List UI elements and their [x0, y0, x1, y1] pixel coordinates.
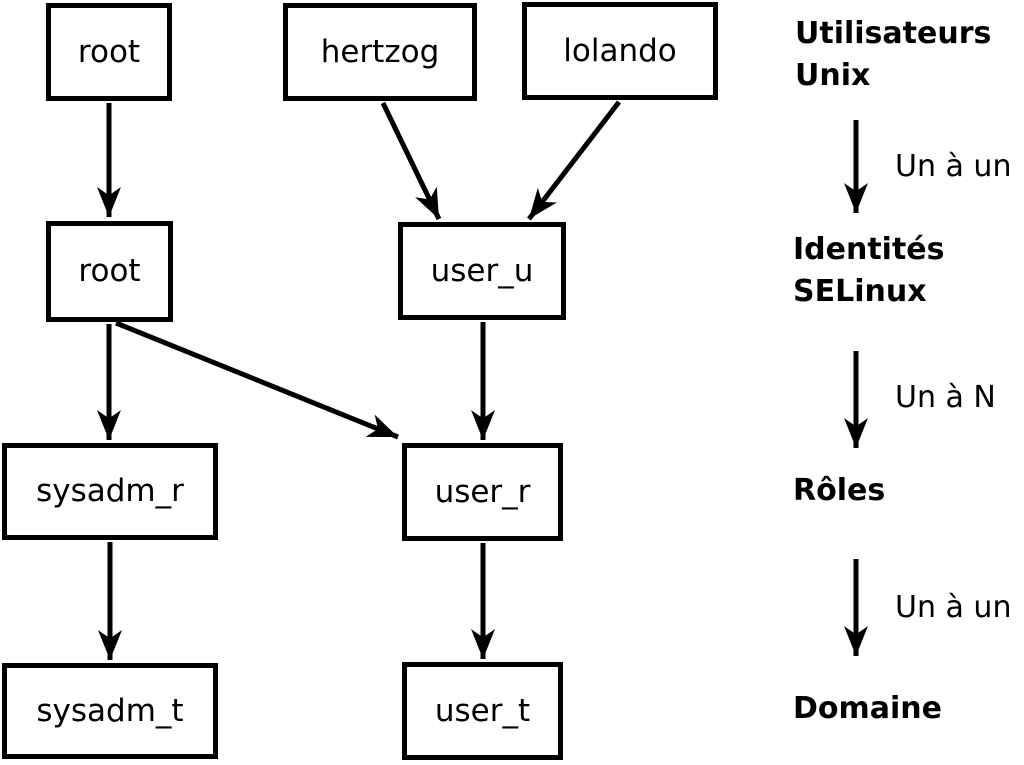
node-label: sysadm_t	[36, 692, 184, 729]
node-label: user_u	[430, 252, 534, 289]
node-selinux-identity-root: root	[46, 221, 173, 322]
node-role-user-r: user_r	[402, 443, 563, 541]
node-label: lolando	[563, 32, 677, 69]
legend-level-line: SELinux	[793, 274, 927, 309]
node-label: user_r	[434, 473, 531, 510]
legend-level-line: Domaine	[793, 691, 943, 726]
legend-level-domain: Domaine	[793, 688, 942, 730]
node-unix-user-root: root	[46, 3, 172, 101]
legend-level-unix-users: Utilisateurs Unix	[795, 13, 991, 97]
node-label: sysadm_r	[36, 473, 184, 509]
node-label: hertzog	[320, 33, 440, 70]
legend-level-line: Unix	[795, 58, 871, 93]
arrow-selinuxroot-to-userr-icon	[115, 320, 399, 440]
node-label: root	[78, 253, 141, 289]
arrow-hertzog-to-useru-icon	[380, 101, 442, 221]
node-role-sysadm-r: sysadm_r	[2, 443, 218, 540]
node-label: root	[77, 33, 141, 70]
node-unix-user-lolando: lolando	[522, 2, 718, 100]
node-label: user_t	[434, 692, 531, 729]
node-domain-sysadm-t: sysadm_t	[2, 663, 218, 759]
legend-level-line: Utilisateurs	[795, 16, 992, 51]
legend-relation-one-to-one-1: Un à un	[895, 149, 1012, 184]
legend-level-roles: Rôles	[793, 470, 885, 512]
legend-level-line: Rôles	[793, 473, 886, 508]
node-selinux-identity-user-u: user_u	[398, 222, 566, 320]
legend-level-line: Identités	[793, 232, 945, 267]
node-unix-user-hertzog: hertzog	[283, 3, 477, 101]
arrow-lolando-to-useru-icon	[527, 100, 621, 221]
node-domain-user-t: user_t	[402, 662, 563, 760]
legend-relation-one-to-n: Un à N	[895, 380, 996, 415]
legend-relation-one-to-one-2: Un à un	[895, 590, 1012, 625]
legend-level-selinux-identities: Identités SELinux	[793, 229, 945, 313]
